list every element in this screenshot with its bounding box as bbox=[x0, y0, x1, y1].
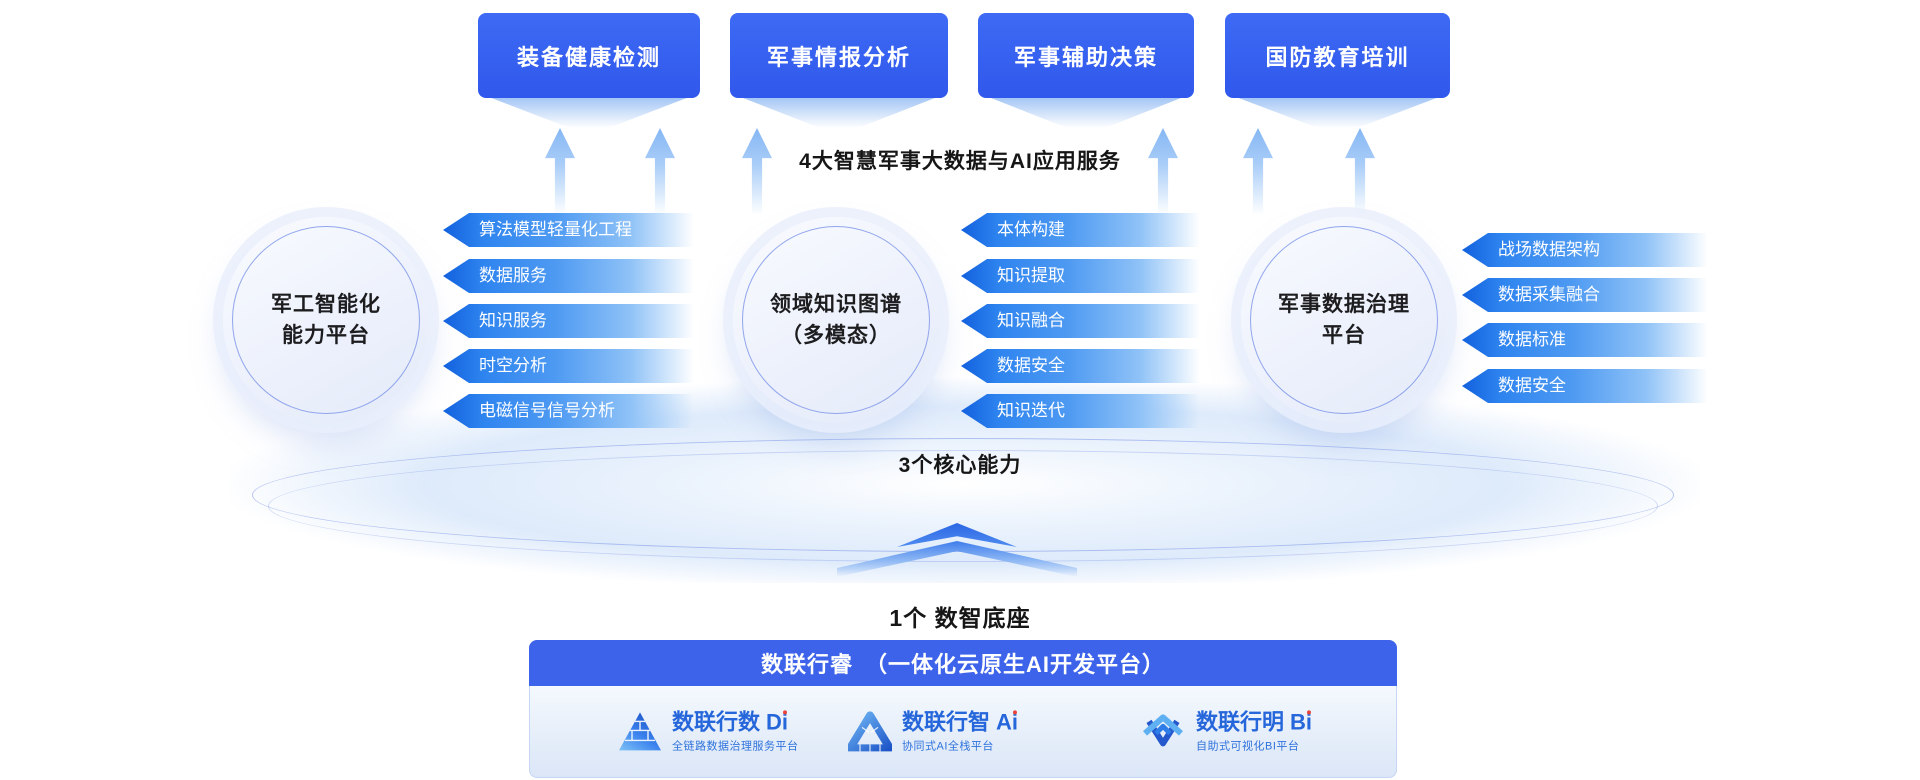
capability-tag: 电磁信号信号分析 bbox=[443, 394, 693, 428]
platform-circle-knowledge-graph: 领域知识图谱 （多模态） bbox=[733, 217, 939, 423]
platform-title-line: 能力平台 bbox=[282, 324, 370, 347]
platform-title-line: 军工智能化 bbox=[271, 292, 381, 316]
platform-title-line: 领域知识图谱 bbox=[770, 292, 902, 316]
red-dot-icon bbox=[1013, 709, 1018, 714]
capability-tag: 知识服务 bbox=[443, 304, 693, 338]
platform-ellipse-ring bbox=[268, 450, 1658, 562]
product-name: 数联行明 Bi bbox=[1196, 708, 1313, 734]
product-name-cn: 数联行数 bbox=[672, 708, 761, 734]
capability-tag: 数据标准 bbox=[1462, 323, 1707, 357]
red-dot-icon bbox=[1307, 709, 1312, 714]
foundation-panel-header: 数联行睿 （一体化云原生AI开发平台） bbox=[529, 640, 1397, 686]
service-box-label: 国防教育培训 bbox=[1265, 44, 1410, 70]
foundation-panel: 数联行睿 （一体化云原生AI开发平台） bbox=[529, 640, 1397, 778]
service-box-label: 军事情报分析 bbox=[766, 44, 911, 70]
foundation-panel-title: 数联行睿 （一体化云原生AI开发平台） bbox=[760, 652, 1165, 677]
platform-circle-data-governance: 军事数据治理 平台 bbox=[1241, 217, 1447, 423]
platform-circle-title: 军事数据治理 平台 bbox=[1278, 289, 1410, 352]
capability-tag: 时空分析 bbox=[443, 349, 693, 383]
capability-tag: 知识提取 bbox=[961, 259, 1199, 293]
foundation-panel-body: 数联行数 Di 全链路数据治理服务平台 bbox=[529, 686, 1397, 778]
capability-tag: 算法模型轻量化工程 bbox=[443, 213, 693, 247]
core-capabilities-caption: 3个核心能力 bbox=[898, 454, 1022, 477]
red-dot-icon bbox=[783, 709, 788, 714]
product-name: 数联行智 Ai bbox=[902, 708, 1019, 734]
platform-title-line: 军事数据治理 bbox=[1278, 292, 1410, 316]
product-shulian-xingming: 数联行明 Bi 自助式可视化BI平台 bbox=[1140, 708, 1313, 753]
product-name-suffix: Ai bbox=[996, 708, 1019, 734]
service-box-label: 军事辅助决策 bbox=[1013, 44, 1158, 70]
product-name-suffix: Bi bbox=[1290, 708, 1313, 734]
services-caption: 4大智慧军事大数据与AI应用服务 bbox=[799, 150, 1121, 173]
service-box-military-intel: 军事情报分析 bbox=[730, 13, 948, 98]
pyramid-cubes-icon bbox=[618, 712, 662, 752]
capability-tag: 数据服务 bbox=[443, 259, 693, 293]
product-name-cn: 数联行明 bbox=[1196, 708, 1285, 734]
product-subtitle: 自助式可视化BI平台 bbox=[1196, 740, 1300, 753]
product-subtitle: 全链路数据治理服务平台 bbox=[672, 740, 799, 753]
service-box-label: 装备健康检测 bbox=[516, 44, 661, 70]
product-subtitle: 协同式AI全栈平台 bbox=[902, 740, 994, 753]
platform-title-line: （多模态） bbox=[781, 324, 891, 347]
capability-tag: 本体构建 bbox=[961, 213, 1199, 247]
product-shulian-xingshu: 数联行数 Di 全链路数据治理服务平台 bbox=[618, 708, 799, 753]
capability-tag: 数据采集融合 bbox=[1462, 278, 1707, 312]
knot-triangle-icon bbox=[1140, 712, 1186, 752]
product-name-cn: 数联行智 bbox=[902, 708, 991, 734]
product-name-suffix: Di bbox=[766, 708, 789, 734]
product-shulian-xingzhi: 数联行智 Ai 协同式AI全栈平台 bbox=[848, 708, 1019, 753]
capability-tag: 数据安全 bbox=[1462, 369, 1707, 403]
platform-circle-military-ai: 军工智能化 能力平台 bbox=[223, 217, 429, 423]
capability-tag: 数据安全 bbox=[961, 349, 1199, 383]
product-name: 数联行数 Di bbox=[672, 708, 799, 734]
platform-circle-title: 军工智能化 能力平台 bbox=[271, 289, 381, 352]
platform-circle-title: 领域知识图谱 （多模态） bbox=[770, 289, 902, 352]
service-box-defense-education: 国防教育培训 bbox=[1225, 13, 1450, 98]
triangle-cubes-icon bbox=[848, 711, 892, 752]
capability-tag: 知识迭代 bbox=[961, 394, 1199, 428]
foundation-caption: 1个 数智底座 bbox=[889, 605, 1031, 631]
service-box-decision-support: 军事辅助决策 bbox=[978, 13, 1194, 98]
capability-tag: 知识融合 bbox=[961, 304, 1199, 338]
platform-title-line: 平台 bbox=[1322, 324, 1366, 347]
capability-tag: 战场数据架构 bbox=[1462, 233, 1707, 267]
service-box-equipment-health: 装备健康检测 bbox=[478, 13, 700, 98]
